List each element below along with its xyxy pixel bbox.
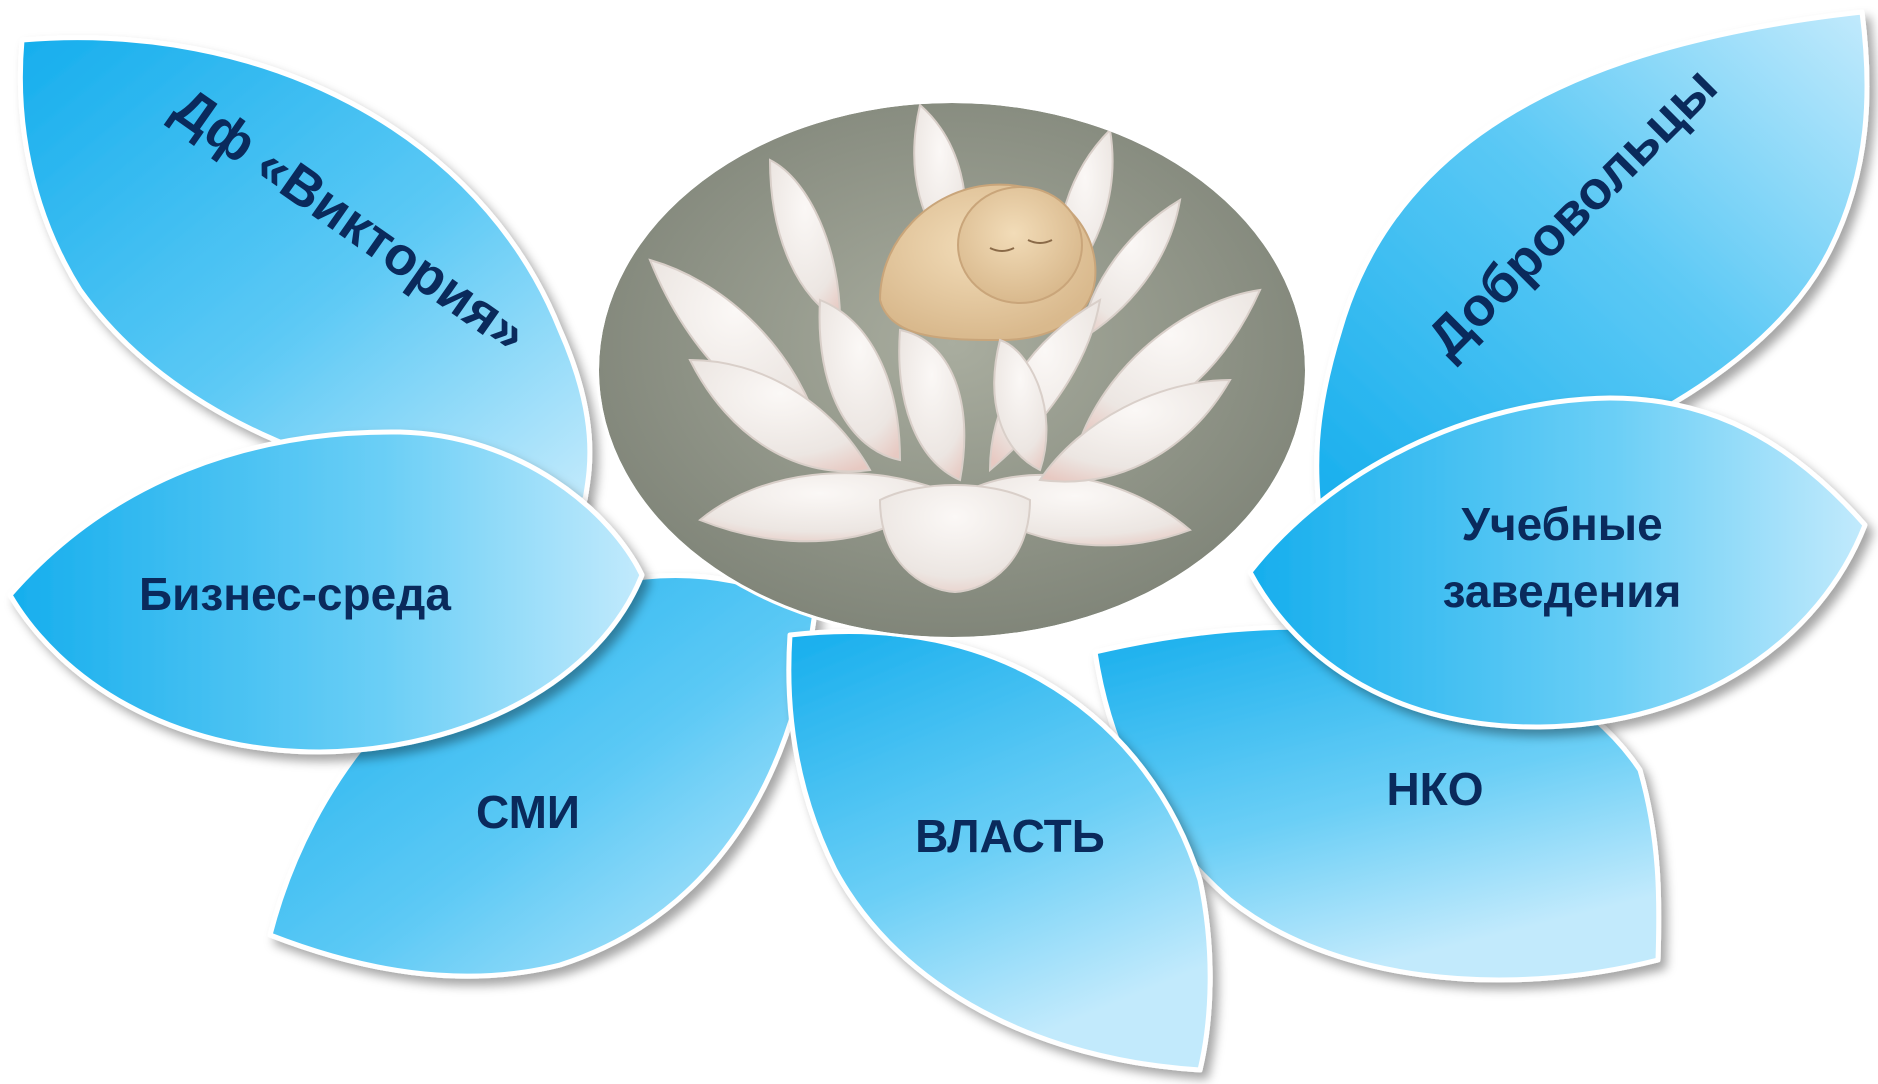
baby-in-lotus-flower-icon: [648, 103, 1262, 594]
label-business: Бизнес-среда: [139, 568, 451, 620]
label-education-line1: Учебные: [1461, 498, 1662, 550]
center-lotus-image: [596, 100, 1308, 640]
petal-business: [7, 429, 645, 755]
petal-education: [1247, 395, 1868, 730]
label-nko: НКО: [1386, 763, 1483, 815]
label-government: ВЛАСТЬ: [915, 810, 1105, 862]
label-education-line2: заведения: [1443, 565, 1682, 617]
label-media: СМИ: [476, 786, 580, 838]
petal-df-victoria: [17, 35, 593, 503]
petal-government: [786, 629, 1213, 1073]
